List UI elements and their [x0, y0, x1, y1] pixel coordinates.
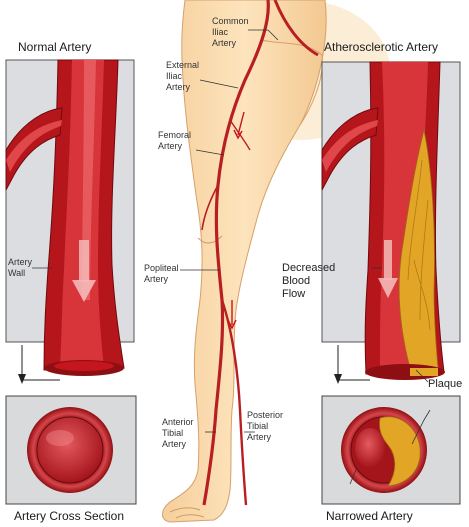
popliteal-label: Popliteal Artery: [144, 263, 179, 285]
common-iliac-label: Common Iliac Artery: [212, 16, 249, 49]
atherosclerotic-artery-title: Atherosclerotic Artery: [324, 40, 438, 54]
atherosclerotic-artery-panel: [322, 62, 460, 382]
artery-wall-label: Artery Wall: [8, 257, 32, 279]
normal-artery-panel: [6, 60, 134, 376]
anterior-tibial-label: Anterior Tibial Artery: [162, 417, 194, 450]
plaque-label: Plaque: [428, 378, 462, 391]
posterior-tibial-label: Posterior Tibial Artery: [247, 410, 283, 443]
femoral-label: Femoral Artery: [158, 130, 191, 152]
normal-cross-section: [6, 396, 136, 504]
external-iliac-label: External Iliac Artery: [166, 60, 199, 93]
cross-section-title: Artery Cross Section: [14, 509, 124, 523]
decreased-blood-flow-label: Decreased Blood Flow: [282, 262, 335, 301]
normal-artery-title: Normal Artery: [18, 40, 91, 54]
narrowed-cross-section: [322, 396, 460, 504]
narrowed-artery-title: Narrowed Artery: [326, 509, 413, 523]
